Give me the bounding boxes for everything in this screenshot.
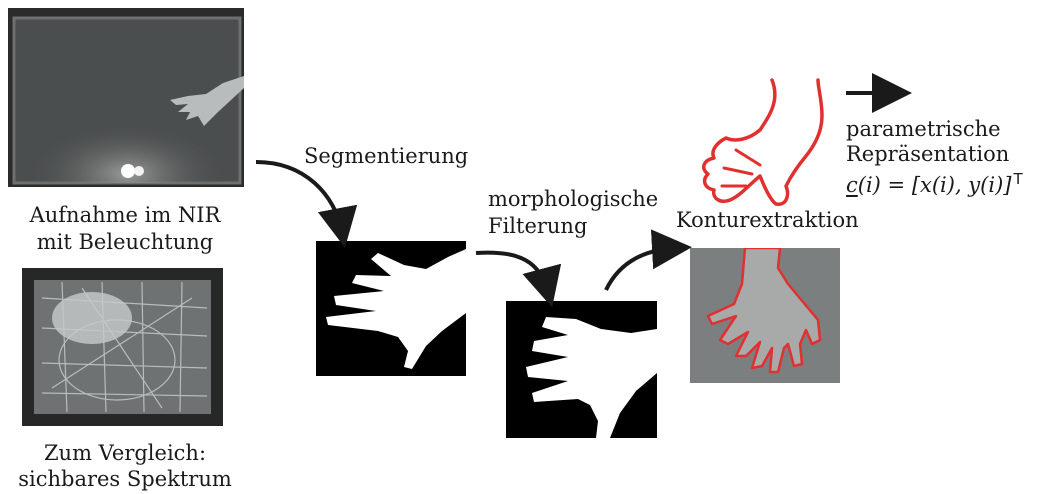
nir-caption-line-2: mit Beleuchtung — [0, 229, 250, 255]
morphology-label-line-1: morphologische — [488, 186, 658, 212]
formula-c: c — [846, 173, 858, 197]
formula-body: (i) = [x(i), y(i)] — [858, 173, 1012, 197]
contour-formula: c(i) = [x(i), y(i)]T — [846, 166, 1023, 198]
segmentation-label: Segmentierung — [304, 143, 468, 169]
morphology-label-line-2: Filterung — [488, 213, 587, 239]
formula-transpose: T — [1013, 170, 1022, 188]
segmentation-mask — [316, 241, 466, 376]
morphology-mask — [506, 301, 657, 438]
nir-caption-line-1: Aufnahme im NIR — [0, 202, 250, 228]
arrow-morphology — [476, 253, 548, 292]
contour-photo — [690, 248, 840, 383]
contour-extraction-label: Konturextraktion — [676, 207, 859, 233]
parametric-label-line-2: Repräsentation — [846, 141, 1009, 167]
visible-photo — [22, 268, 223, 426]
parametric-label-line-1: parametrische — [846, 116, 1001, 142]
nir-photo — [8, 8, 244, 187]
visible-caption-line-1: Zum Vergleich: — [0, 440, 250, 466]
arrow-contour — [606, 248, 676, 290]
visible-caption-line-2: sichbares Spektrum — [0, 466, 250, 492]
arrow-segmentation — [256, 162, 342, 232]
